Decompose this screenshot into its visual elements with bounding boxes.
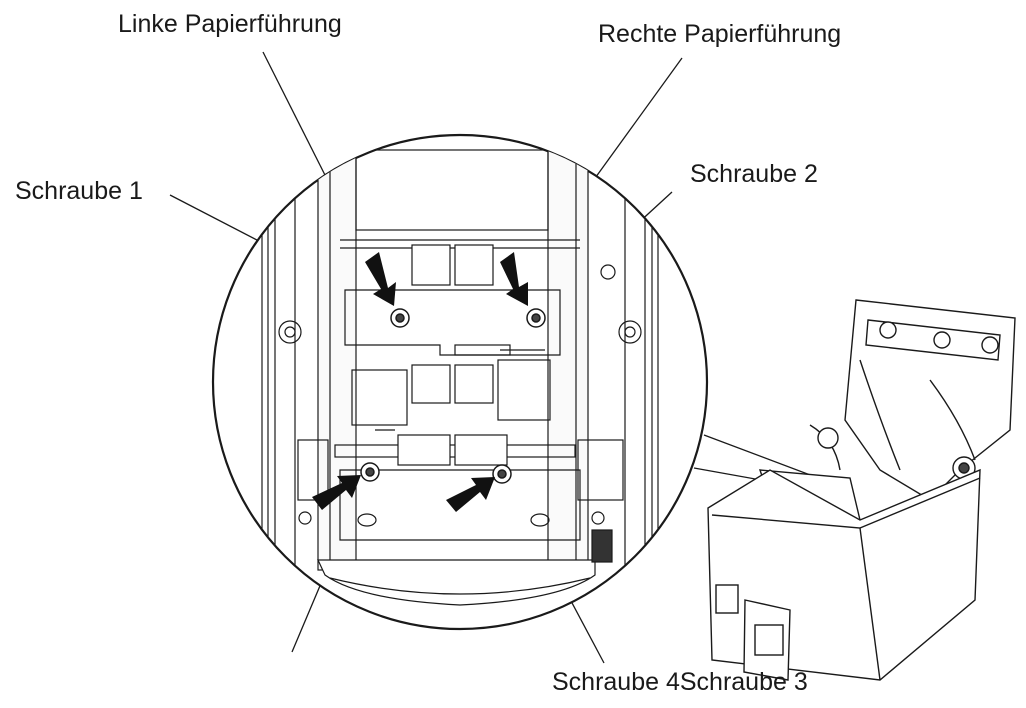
arrow-icon-screw-4 [312,475,361,510]
arrow-icon-screw-1 [365,252,396,306]
screw-2 [526,308,546,328]
screw-1 [390,308,410,328]
right-paper-guide [547,149,589,571]
label-screw-1: Schraube 1 [15,177,143,205]
arrow-icon-screw-2 [500,252,528,306]
label-screw-2: Schraube 2 [690,160,818,188]
screw-3 [492,464,512,484]
leader-left-guide [262,51,331,186]
screw-4 [360,462,380,482]
leader-right-guide [584,57,683,193]
printer-icon [707,299,1016,681]
label-left-paper-guide: Linke Papierführung [118,10,342,38]
label-screw-4-3: Schraube 4Schraube 3 [552,668,808,696]
arrow-icon-screw-3 [446,477,495,512]
label-right-paper-guide: Rechte Papierführung [598,20,842,48]
magnified-detail [211,133,709,631]
